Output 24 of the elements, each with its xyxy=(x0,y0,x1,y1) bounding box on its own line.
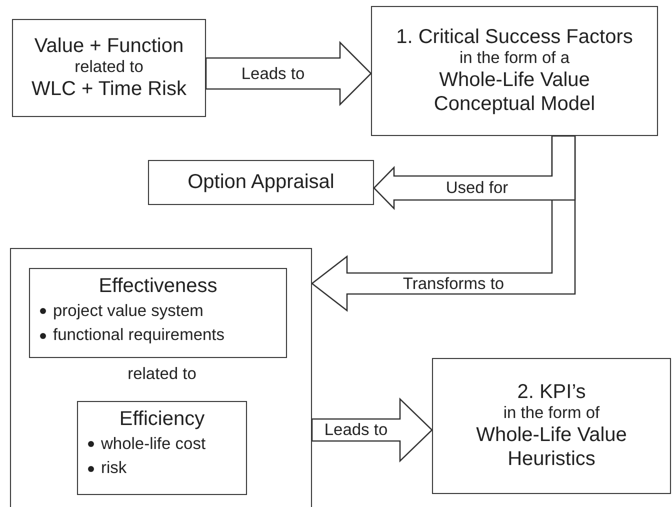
process-box xyxy=(148,160,374,205)
bullet-text: functional requirements xyxy=(53,325,225,346)
node-title: Effectiveness xyxy=(98,275,218,299)
bullet-text: whole-life cost xyxy=(101,434,206,455)
process-box xyxy=(371,6,658,136)
inner-box xyxy=(29,268,287,358)
node-text: Whole-Life Value Conceptual Model xyxy=(432,68,596,116)
node-text: related to xyxy=(74,58,144,78)
group-box xyxy=(10,248,312,507)
node-title: Value + Function xyxy=(34,34,184,58)
node-text: in the form of a xyxy=(459,49,570,69)
node-text: WLC + Time Risk xyxy=(31,78,187,102)
node-text: related to xyxy=(126,365,198,384)
node-title: Option Appraisal xyxy=(188,170,334,194)
inner-box xyxy=(77,401,247,495)
node-text: in the form of xyxy=(503,404,600,424)
process-box xyxy=(12,19,206,117)
bullet-text: risk xyxy=(101,458,127,480)
node-text: Whole-Life Value Heuristics xyxy=(475,424,628,472)
bullet-text: project value system xyxy=(53,300,204,322)
process-box xyxy=(432,358,671,494)
node-title: 2. KPI’s xyxy=(517,380,586,404)
node-title: Efficiency xyxy=(119,408,205,432)
node-title: 1. Critical Success Factors xyxy=(396,26,633,50)
